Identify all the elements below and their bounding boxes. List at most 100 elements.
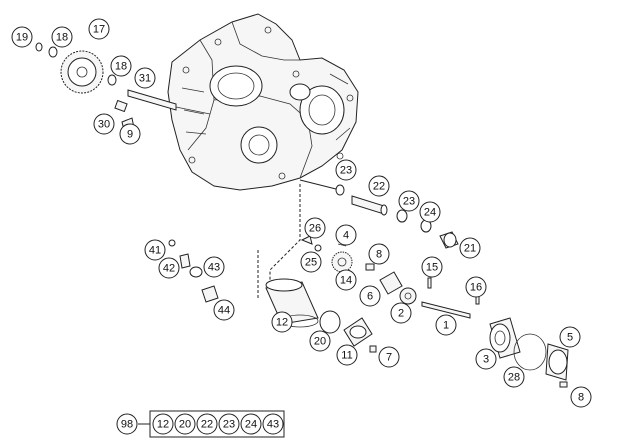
- callout-12[interactable]: 12: [271, 311, 293, 333]
- callout-6[interactable]: 6: [359, 285, 381, 307]
- callout-number: 43: [267, 419, 279, 431]
- callout-2[interactable]: 2: [390, 302, 412, 324]
- callout-circle: [218, 413, 240, 435]
- callout-circle: [304, 217, 326, 239]
- kit-item-callout[interactable]: 22: [196, 413, 218, 435]
- callout-44[interactable]: 44: [213, 299, 235, 321]
- callout-circle: [335, 224, 357, 246]
- callout-circle: [300, 251, 322, 273]
- callout-3[interactable]: 3: [475, 348, 497, 370]
- callout-25[interactable]: 25: [300, 251, 322, 273]
- callout-number: 12: [157, 419, 169, 431]
- callout-number: 6: [367, 291, 373, 303]
- pump-shaft-drawing: [299, 179, 459, 249]
- callout-circle: [11, 26, 33, 48]
- callout-number: 22: [201, 419, 213, 431]
- kit-item-callout[interactable]: 20: [174, 413, 196, 435]
- callout-number: 18: [115, 61, 127, 73]
- callout-circle: [465, 276, 487, 298]
- callout-24[interactable]: 24: [419, 201, 441, 223]
- callout-number: 41: [149, 245, 161, 257]
- callout-circle: [271, 311, 293, 333]
- callout-30[interactable]: 30: [93, 113, 115, 135]
- callout-5[interactable]: 5: [559, 326, 581, 348]
- callout-circle: [152, 413, 174, 435]
- kit-label-callout[interactable]: 98: [116, 413, 138, 435]
- callout-number: 18: [56, 32, 68, 44]
- callout-23[interactable]: 23: [398, 190, 420, 212]
- callout-circle: [378, 346, 400, 368]
- callout-19[interactable]: 19: [11, 26, 33, 48]
- callout-number: 23: [223, 419, 235, 431]
- callout-21[interactable]: 21: [459, 237, 481, 259]
- callout-number: 3: [483, 354, 489, 366]
- callout-8[interactable]: 8: [368, 243, 390, 265]
- callout-circle: [116, 413, 138, 435]
- callout-number: 98: [121, 419, 133, 431]
- callout-22[interactable]: 22: [368, 175, 390, 197]
- callout-circle: [359, 285, 381, 307]
- callout-4[interactable]: 4: [335, 224, 357, 246]
- callout-42[interactable]: 42: [158, 257, 180, 279]
- callout-circle: [262, 413, 284, 435]
- callout-circle: [419, 201, 441, 223]
- callout-number: 15: [426, 262, 438, 274]
- relief-valve-parts-drawing: [168, 239, 219, 303]
- callout-18[interactable]: 18: [110, 55, 132, 77]
- callout-number: 44: [218, 305, 230, 317]
- callout-9[interactable]: 9: [119, 123, 141, 145]
- callout-circle: [309, 330, 331, 352]
- callout-number: 21: [464, 243, 476, 255]
- callout-41[interactable]: 41: [144, 239, 166, 261]
- callout-number: 8: [376, 249, 382, 261]
- callout-number: 20: [179, 419, 191, 431]
- callout-number: 26: [309, 223, 321, 235]
- callout-circle: [93, 113, 115, 135]
- callout-circle: [459, 237, 481, 259]
- callout-circle: [119, 123, 141, 145]
- kit-item-callout[interactable]: 12: [152, 413, 174, 435]
- callout-28[interactable]: 28: [503, 366, 525, 388]
- callout-circle: [435, 314, 457, 336]
- callout-number: 16: [470, 282, 482, 294]
- callout-circle: [144, 239, 166, 261]
- callout-number: 14: [340, 275, 352, 287]
- kit-item-callout[interactable]: 43: [262, 413, 284, 435]
- callout-circle: [240, 413, 262, 435]
- sprocket-assembly-drawing: [35, 42, 211, 131]
- callout-7[interactable]: 7: [378, 346, 400, 368]
- callout-number: 11: [341, 350, 352, 362]
- callout-26[interactable]: 26: [304, 217, 326, 239]
- callout-23[interactable]: 23: [335, 159, 357, 181]
- callout-circle: [158, 257, 180, 279]
- kit-item-callout[interactable]: 24: [240, 413, 262, 435]
- callout-number: 30: [98, 119, 110, 131]
- callout-number: 23: [403, 196, 415, 208]
- callout-number: 28: [508, 372, 520, 384]
- callout-8[interactable]: 8: [570, 386, 592, 408]
- callout-43[interactable]: 43: [203, 256, 225, 278]
- callout-15[interactable]: 15: [421, 256, 443, 278]
- callout-number: 1: [443, 320, 449, 332]
- callout-circle: [390, 302, 412, 324]
- callout-circle: [110, 55, 132, 77]
- callout-number: 43: [208, 262, 220, 274]
- callout-31[interactable]: 31: [134, 67, 156, 89]
- callout-18[interactable]: 18: [51, 26, 73, 48]
- engine-crankcase-drawing: [167, 13, 359, 191]
- callout-20[interactable]: 20: [309, 330, 331, 352]
- callout-circle: [559, 326, 581, 348]
- callout-circle: [368, 243, 390, 265]
- oil-filter-drawing: [257, 184, 341, 334]
- callout-11[interactable]: 11: [336, 344, 358, 366]
- callout-1[interactable]: 1: [435, 314, 457, 336]
- callout-number: 4: [343, 230, 349, 242]
- callout-17[interactable]: 17: [88, 18, 110, 40]
- callout-16[interactable]: 16: [465, 276, 487, 298]
- kit-item-callout[interactable]: 23: [218, 413, 240, 435]
- callout-14[interactable]: 14: [335, 269, 357, 291]
- callout-number: 24: [245, 419, 257, 431]
- callout-circle: [475, 348, 497, 370]
